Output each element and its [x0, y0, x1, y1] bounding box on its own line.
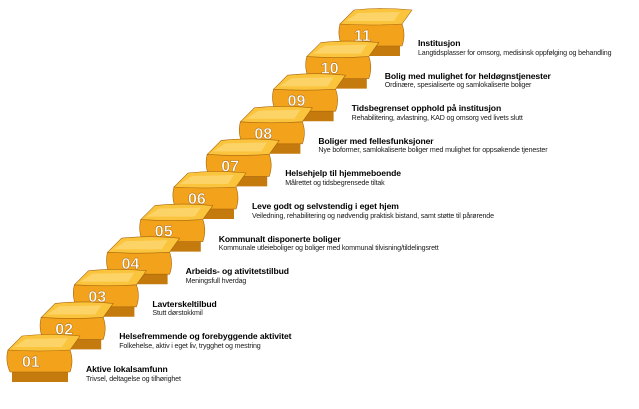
step-subtitle: Ordinære, spesialiserte og samlokalisert…	[384, 81, 532, 90]
step-highlight	[113, 240, 168, 250]
step-highlight	[246, 109, 301, 119]
step-highlight	[180, 175, 234, 184]
step-front-face	[338, 23, 405, 47]
step-highlight	[312, 44, 367, 54]
step-title: Helsehjelp til hjemmeboende	[285, 168, 401, 179]
step-subtitle: Folkehelse, aktiv i eget liv, trygghet o…	[119, 341, 261, 350]
step-title: Arbeids- og ativitetstilbud	[185, 266, 289, 277]
step-block-07: 07	[205, 138, 280, 187]
step-number-01: 01	[22, 354, 40, 371]
step-title: Tidsbegrenset opphold på institusjon	[351, 103, 502, 114]
step-number-05: 05	[155, 224, 173, 241]
step-front-face	[205, 154, 272, 177]
step-label-02: Helsefremmende og forebyggende aktivitet…	[119, 332, 291, 350]
step-highlight	[80, 272, 135, 282]
step-front-face	[106, 251, 172, 275]
step-title: Boliger med fellesfunksjoner	[318, 135, 434, 146]
step-label-10: Bolig med mulighet for heldøgnstjenester…	[384, 70, 551, 90]
step-title: Leve godt og selvstendig i eget hjem	[252, 201, 399, 211]
step-title: Bolig med mulighet for heldøgnstjenester	[384, 70, 551, 81]
step-title: Helsefremmende og forebyggende aktivitet	[119, 331, 292, 342]
step-highlight	[146, 207, 201, 217]
step-subtitle: Kommunale utleieboliger og boliger med k…	[218, 244, 439, 253]
step-number-02: 02	[55, 321, 73, 338]
step-number-08: 08	[254, 126, 272, 143]
step-title: Institusjon	[418, 38, 461, 48]
step-highlight	[47, 305, 102, 315]
step-front-face	[39, 317, 106, 340]
step-front-face	[172, 186, 239, 210]
step-front-face	[272, 88, 338, 112]
step-block-01: 01	[6, 334, 81, 382]
step-subtitle: Målrettet og tidsbegrensede tiltak	[285, 178, 385, 187]
step-front-face	[139, 219, 206, 242]
step-title: Lavterskeltilbud	[152, 298, 217, 309]
step-highlight	[213, 142, 268, 152]
step-title: Aktive lokalsamfunn	[86, 364, 168, 374]
step-front-face	[72, 284, 139, 308]
step-number-06: 06	[188, 191, 206, 208]
step-number-11: 11	[354, 28, 371, 45]
step-subtitle: Rehabilitering, avlastning, KAD og omsor…	[351, 113, 523, 122]
step-front-face	[305, 56, 372, 79]
step-highlight	[279, 77, 334, 87]
step-riser	[12, 372, 68, 382]
step-number-07: 07	[221, 158, 239, 175]
step-number-04: 04	[122, 256, 140, 273]
step-number-10: 10	[321, 61, 339, 78]
step-subtitle: Nye boformer, samlokaliserte boliger med…	[318, 146, 548, 155]
step-subtitle: Meningsfull hverdag	[185, 276, 247, 285]
step-subtitle: Trivsel, deltagelse og tilhørighet	[86, 374, 181, 383]
step-subtitle: Veiledning, rehabilitering og nødvendig …	[252, 211, 494, 220]
step-title: Kommunalt disponerte boliger	[218, 233, 341, 244]
step-front-face	[6, 349, 73, 373]
step-highlight	[14, 338, 68, 347]
step-subtitle: Langtidsplasser for omsorg, medisinsk op…	[418, 48, 612, 57]
step-subtitle: Stutt dørstokkmil	[152, 309, 203, 318]
step-number-09: 09	[288, 93, 306, 110]
step-number-03: 03	[88, 289, 106, 306]
step-highlight	[346, 12, 400, 21]
step-front-face	[238, 121, 305, 145]
